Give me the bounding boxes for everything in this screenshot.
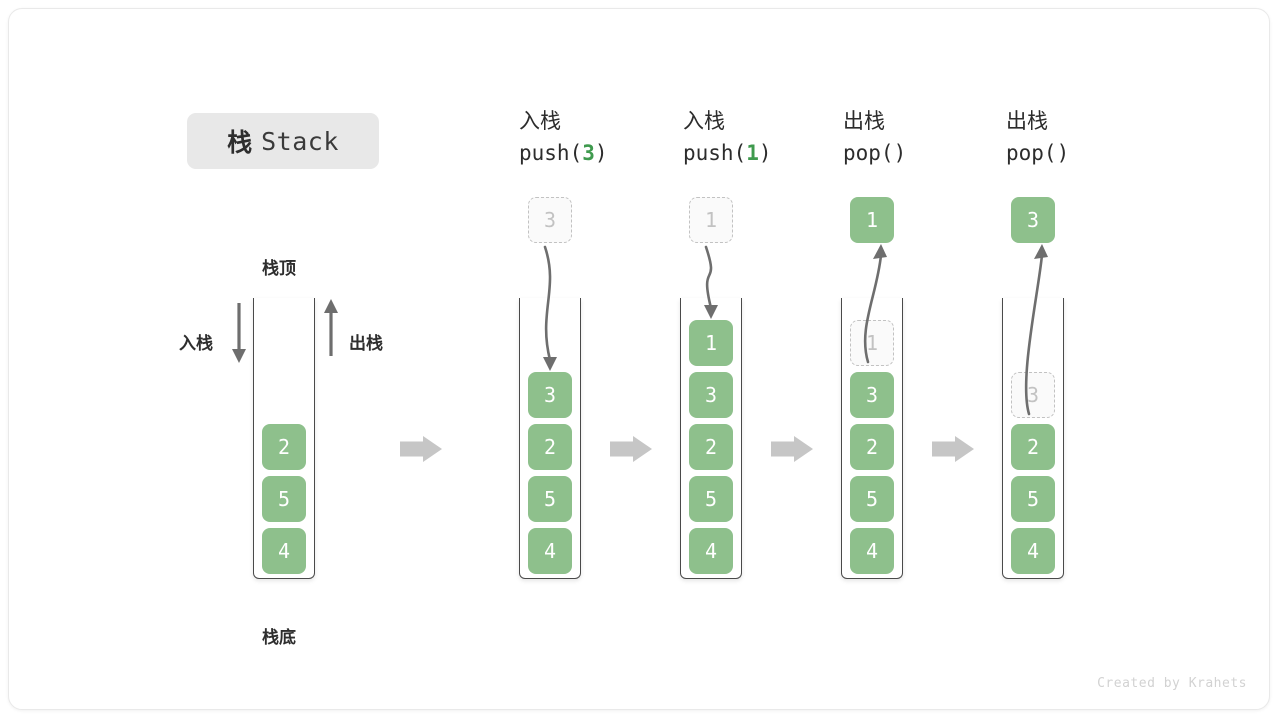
motion-arrow-head <box>873 244 887 259</box>
stack-item: 5 <box>528 476 572 522</box>
stack-item: 4 <box>262 528 306 574</box>
column-header-push-1: 入栈 push(1) <box>683 107 772 169</box>
step-separator-arrow-3 <box>771 436 813 462</box>
stack-item: 5 <box>850 476 894 522</box>
stack-item: 3 <box>850 372 894 418</box>
diagram-title: 栈 Stack <box>187 113 379 169</box>
step-separator-shape <box>400 436 442 462</box>
push-direction-label: 入栈 <box>179 334 213 353</box>
stack-item: 3 <box>689 372 733 418</box>
stack-item: 4 <box>850 528 894 574</box>
pop-arrow-head <box>324 299 338 313</box>
stack-item: 5 <box>1011 476 1055 522</box>
title-en: Stack <box>261 126 339 156</box>
code-argument: 1 <box>746 141 759 165</box>
column-header-code: pop() <box>843 141 907 165</box>
code-argument: 3 <box>582 141 595 165</box>
footer-credit: Created by Krahets <box>1097 676 1247 691</box>
column-header-code: pop() <box>1006 141 1070 165</box>
stack-item: 2 <box>262 424 306 470</box>
stack-item: 2 <box>850 424 894 470</box>
column-header-cn: 入栈 <box>519 110 561 133</box>
push-arrow-head <box>232 349 246 363</box>
column-header-push-3: 入栈 push(3) <box>519 107 608 169</box>
pending-item-ghost: 1 <box>689 197 733 243</box>
step-separator-arrow-4 <box>932 436 974 462</box>
stack-bottom-label: 栈底 <box>262 628 296 647</box>
popped-item: 3 <box>1011 197 1055 243</box>
title-cn: 栈 <box>227 129 253 157</box>
popped-item: 1 <box>850 197 894 243</box>
stack-top-label: 栈顶 <box>262 259 296 278</box>
stack-item: 5 <box>689 476 733 522</box>
step-separator-arrow-2 <box>610 436 652 462</box>
stack-item: 2 <box>1011 424 1055 470</box>
stack-item: 2 <box>689 424 733 470</box>
column-header-code: push(1) <box>683 141 772 165</box>
column-header-cn: 出栈 <box>843 110 885 133</box>
stack-item: 4 <box>528 528 572 574</box>
stack-item-ghost: 3 <box>1011 372 1055 418</box>
motion-arrow-head <box>1034 244 1048 259</box>
stack-item: 3 <box>528 372 572 418</box>
stack-item: 4 <box>689 528 733 574</box>
column-header-pop-1: 出栈 pop() <box>843 107 906 169</box>
stack-item: 1 <box>689 320 733 366</box>
column-header-code: push(3) <box>519 141 608 165</box>
pop-direction-label: 出栈 <box>349 334 383 353</box>
pending-item-ghost: 3 <box>528 197 572 243</box>
column-header-cn: 入栈 <box>683 110 725 133</box>
step-separator-shape <box>610 436 652 462</box>
step-separator-shape <box>771 436 813 462</box>
stack-item-ghost: 1 <box>850 320 894 366</box>
stack-item: 5 <box>262 476 306 522</box>
step-separator-arrow-1 <box>400 436 442 462</box>
column-header-cn: 出栈 <box>1006 110 1048 133</box>
stack-item: 2 <box>528 424 572 470</box>
column-header-pop-2: 出栈 pop() <box>1006 107 1069 169</box>
stack-item: 4 <box>1011 528 1055 574</box>
step-separator-shape <box>932 436 974 462</box>
